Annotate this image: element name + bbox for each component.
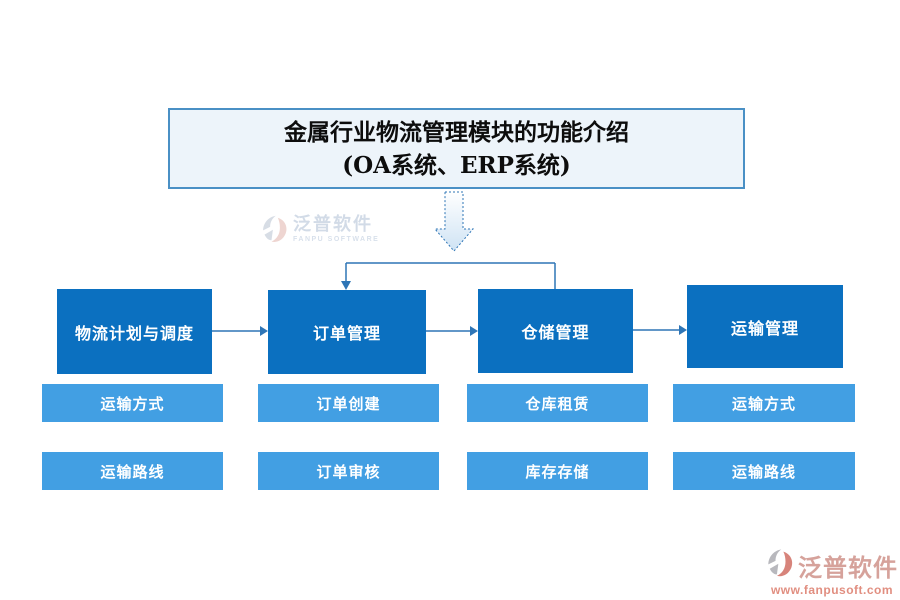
fanpu-logo-icon — [766, 548, 795, 583]
flow-box-label: 仓储管理 — [521, 325, 590, 342]
title-box: 金属行业物流管理模块的功能介绍 (OA系统、ERP系统) — [168, 108, 745, 189]
watermark-top-name: 泛普软件 — [293, 214, 373, 234]
flow-box-order-management: 订单管理 — [268, 290, 426, 374]
sub-box-label: 运输方式 — [100, 395, 165, 413]
title-line1: 金属行业物流管理模块的功能介绍 — [284, 118, 629, 146]
flow-box-label: 运输管理 — [730, 320, 799, 338]
sub-box-order-review: 订单审核 — [258, 452, 439, 490]
watermark-bottom-name: 泛普软件 — [798, 555, 898, 582]
down-arrow-icon — [433, 191, 475, 252]
watermark-top: 泛普软件 FANPU SOFTWARE — [261, 214, 379, 249]
sub-box-label: 运输方式 — [731, 395, 796, 413]
watermark-top-name-en: FANPU SOFTWARE — [293, 236, 380, 243]
sub-box-transport-route-1: 运输路线 — [42, 452, 223, 490]
sub-box-warehouse-leasing: 仓库租赁 — [467, 384, 648, 422]
flow-box-warehouse-management: 仓储管理 — [478, 289, 633, 373]
watermark-bottom: 泛普软件 www.fanpusoft.com — [766, 548, 898, 597]
sub-box-label: 库存存储 — [525, 463, 590, 481]
sub-box-order-creation: 订单创建 — [258, 384, 439, 422]
title-line2: (OA系统、ERP系统) — [342, 151, 571, 179]
sub-box-label: 订单创建 — [316, 395, 381, 413]
sub-box-label: 运输路线 — [100, 463, 165, 481]
sub-box-label: 仓库租赁 — [525, 395, 590, 413]
flow-box-transport-management: 运输管理 — [687, 285, 843, 368]
sub-box-transport-route-2: 运输路线 — [673, 452, 855, 490]
sub-box-label: 运输路线 — [731, 463, 796, 481]
watermark-bottom-url: www.fanpusoft.com — [770, 583, 894, 597]
flow-box-logistics-planning: 物流计划与调度 — [57, 289, 212, 374]
sub-box-transport-mode-1: 运输方式 — [42, 384, 223, 422]
flow-box-label: 物流计划与调度 — [74, 325, 194, 343]
sub-box-inventory-storage: 库存存储 — [467, 452, 648, 490]
flow-box-label: 订单管理 — [312, 326, 381, 343]
fanpu-logo-icon — [261, 214, 289, 249]
sub-box-transport-mode-2: 运输方式 — [673, 384, 855, 422]
sub-box-label: 订单审核 — [316, 463, 381, 481]
